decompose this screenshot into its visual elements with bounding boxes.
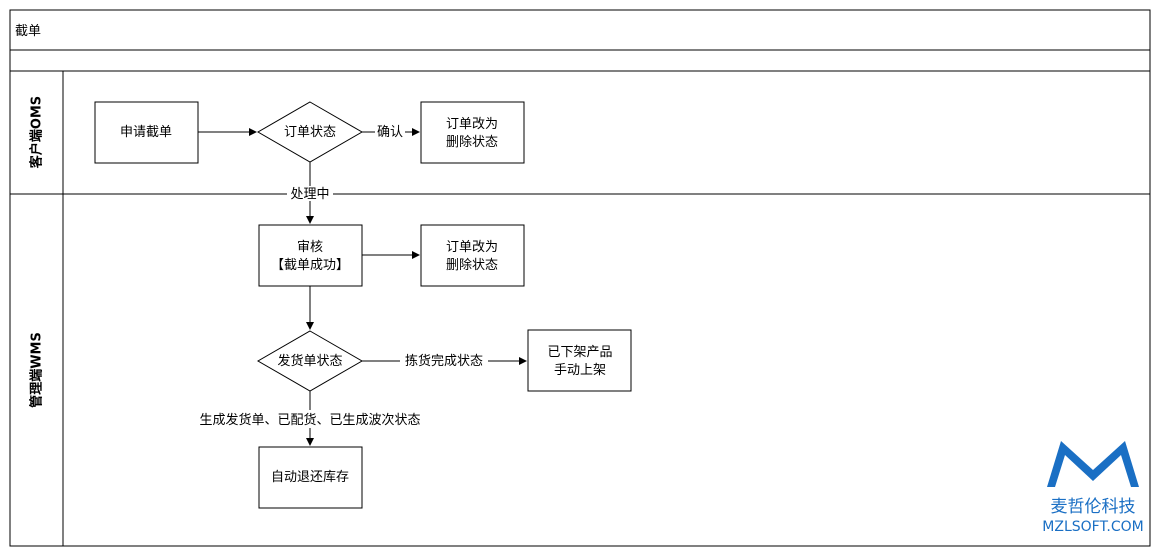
node-review-line2: 【截单成功】	[271, 258, 349, 273]
node-apply-cut	[94, 101, 199, 164]
node-delete-status-1	[420, 101, 525, 164]
node-review	[258, 224, 363, 287]
edge-label-confirm: 确认	[377, 125, 403, 140]
node-apply-cut-label: 申请截单	[120, 125, 172, 140]
node-ship-status-label: 发货单状态	[277, 353, 342, 369]
edge-label-picking-done: 拣货完成状态	[405, 353, 483, 369]
node-delete-status-2-line2: 删除状态	[446, 258, 498, 273]
brand-url: MZLSOFT.COM	[1042, 519, 1143, 535]
brand-name: 麦哲伦科技	[1051, 497, 1136, 517]
node-delete-status-1-line1: 订单改为	[446, 117, 498, 132]
brand-logo	[1047, 441, 1139, 487]
node-delete-status-2	[420, 224, 525, 287]
diagram-title: 截单	[15, 24, 41, 39]
lane-label-customer: 客户端OMS	[29, 96, 45, 168]
node-auto-return	[258, 446, 363, 509]
lane-label-wms: 管理端WMS	[29, 332, 45, 408]
node-manual-shelf	[527, 329, 632, 392]
node-delete-status-2-line1: 订单改为	[446, 240, 498, 255]
node-review-line1: 审核	[297, 240, 323, 255]
node-auto-return-label: 自动退还库存	[271, 469, 349, 485]
edge-label-generated: 生成发货单、已配货、已生成波次状态	[199, 412, 420, 428]
node-manual-shelf-line2: 手动上架	[554, 363, 606, 378]
node-delete-status-1-line2: 删除状态	[446, 135, 498, 150]
node-manual-shelf-line1: 已下架产品	[547, 345, 612, 360]
brand-m-icon	[1047, 441, 1139, 487]
edge-label-processing-bg	[287, 186, 333, 201]
node-order-status-label: 订单状态	[284, 125, 336, 140]
outer-frame	[9, 9, 1151, 547]
edge-label-processing: 处理中	[290, 187, 329, 202]
